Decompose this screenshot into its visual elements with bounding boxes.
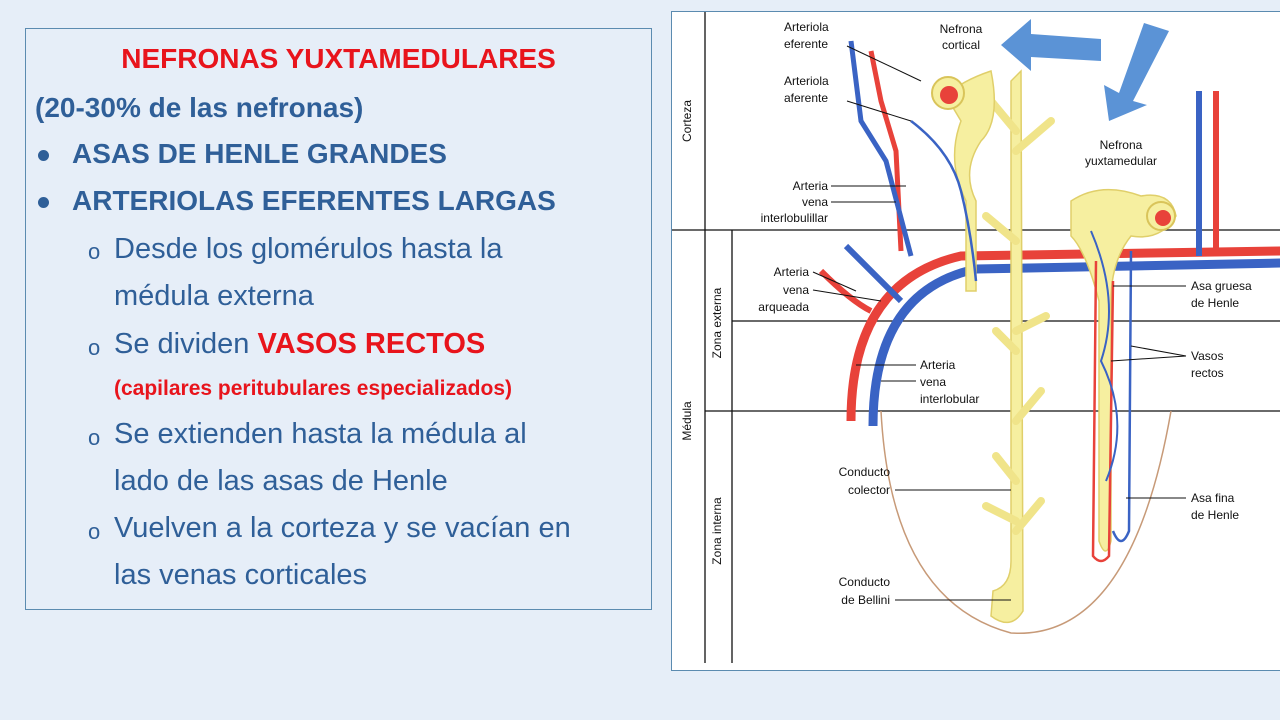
label-arteriola-eferente-1: Arteriola xyxy=(784,20,829,34)
label-arteriola-aferente-1: Arteriola xyxy=(784,74,829,88)
vasos-rectos-highlight: VASOS RECTOS xyxy=(257,328,486,360)
cortical-nephron xyxy=(945,70,996,292)
label-arteriola-aferente-2: aferente xyxy=(784,91,828,105)
duct-branches xyxy=(982,97,1055,535)
arcuate-vein xyxy=(868,258,1280,427)
nephron-diagram: Corteza Zona externa Médula Zona interna xyxy=(672,12,1280,663)
label-arqueada-2: vena xyxy=(783,283,809,297)
sub-item-1-line1: Desde los glomérulos hasta la xyxy=(114,233,503,265)
leader-lines xyxy=(812,45,1187,601)
zone-label-interna: Zona interna xyxy=(710,497,724,565)
juxta-glomerulus xyxy=(1155,210,1171,226)
slide-title: NEFRONAS YUXTAMEDULARES xyxy=(121,43,556,74)
label-nefrona-cortical-2: cortical xyxy=(942,38,980,52)
label-interlobulillar-1: Arteria xyxy=(793,179,829,193)
label-colector-2: colector xyxy=(848,483,890,497)
label-nefrona-yuxta-1: Nefrona xyxy=(1100,138,1143,152)
label-asa-gruesa-1: Asa gruesa xyxy=(1191,279,1252,293)
sub-item-2-line1: Se dividen VASOS RECTOS xyxy=(114,328,485,361)
sub-item-4-line2: las venas corticales xyxy=(114,559,368,591)
arcuate-artery xyxy=(846,246,1280,422)
label-asa-fina-1: Asa fina xyxy=(1191,491,1235,505)
label-interlobular-3: interlobular xyxy=(920,392,979,406)
label-asa-gruesa-2: de Henle xyxy=(1191,296,1239,310)
zone-label-corteza: Corteza xyxy=(680,100,694,142)
vasa-recta-capillaries xyxy=(1090,230,1119,482)
sub-item-3-line2: lado de las asas de Henle xyxy=(114,465,448,497)
label-nefrona-cortical-1: Nefrona xyxy=(940,22,983,36)
label-bellini-1: Conducto xyxy=(839,575,891,589)
arrow-to-juxtamedullary-icon xyxy=(1104,23,1169,121)
arrow-to-cortical-icon xyxy=(1001,19,1101,71)
sub-item-2-line2: (capilares peritubulares especializados) xyxy=(114,377,512,400)
medulla-outline xyxy=(880,410,1172,634)
bullet-arteriolas: ARTERIOLAS EFERENTES LARGAS xyxy=(72,185,556,216)
label-bellini-2: de Bellini xyxy=(841,593,890,607)
zone-label-medula: Médula xyxy=(680,401,694,441)
sub-bullet-icon: o xyxy=(88,425,101,450)
label-interlobulillar-3: interlobulillar xyxy=(761,211,828,225)
sub-bullet-icon: o xyxy=(88,335,101,360)
arcuate-branch-vein xyxy=(843,243,904,304)
sub-bullet-icon: o xyxy=(88,239,101,264)
sub-item-2-text: Se dividen xyxy=(114,328,258,360)
arcuate-branch-artery xyxy=(818,268,873,314)
sub-bullet-icon: o xyxy=(88,519,101,544)
bullet-henle: ASAS DE HENLE GRANDES xyxy=(72,138,447,169)
juxtamedullary-nephron xyxy=(1070,188,1177,552)
interlobular-artery xyxy=(868,50,904,252)
vasa-recta-red xyxy=(1091,260,1115,563)
figure-labels: Arteriola eferente Arteriola aferente Ne… xyxy=(758,20,1252,607)
sub-item-3-line1: Se extienden hasta la médula al xyxy=(114,418,527,450)
label-nefrona-yuxta-2: yuxtamedular xyxy=(1085,154,1157,168)
interlobular-vein xyxy=(848,40,914,257)
text-panel: NEFRONAS YUXTAMEDULARES (20-30% de las n… xyxy=(25,28,652,610)
cortical-glomerulus xyxy=(940,86,958,104)
label-interlobular-1: Arteria xyxy=(920,358,956,372)
vasa-recta-blue xyxy=(1111,250,1133,543)
nephron-figure: Corteza Zona externa Médula Zona interna xyxy=(671,11,1280,671)
bullet-icon xyxy=(38,197,49,208)
label-colector-1: Conducto xyxy=(839,465,891,479)
bullet-icon xyxy=(38,150,49,161)
label-arqueada-1: Arteria xyxy=(774,265,810,279)
label-arteriola-eferente-2: eferente xyxy=(784,37,828,51)
label-vasos-rectos-2: rectos xyxy=(1191,366,1224,380)
subtitle: (20-30% de las nefronas) xyxy=(35,92,364,123)
zone-label-externa: Zona externa xyxy=(710,287,724,358)
sub-item-1-line2: médula externa xyxy=(114,280,314,312)
label-interlobulillar-2: vena xyxy=(802,195,828,209)
label-interlobular-2: vena xyxy=(920,375,946,389)
label-arqueada-3: arqueada xyxy=(758,300,809,314)
label-vasos-rectos-1: Vasos xyxy=(1191,349,1223,363)
sub-item-4-line1: Vuelven a la corteza y se vacían en xyxy=(114,512,571,544)
cortical-capillaries xyxy=(910,120,978,282)
label-asa-fina-2: de Henle xyxy=(1191,508,1239,522)
